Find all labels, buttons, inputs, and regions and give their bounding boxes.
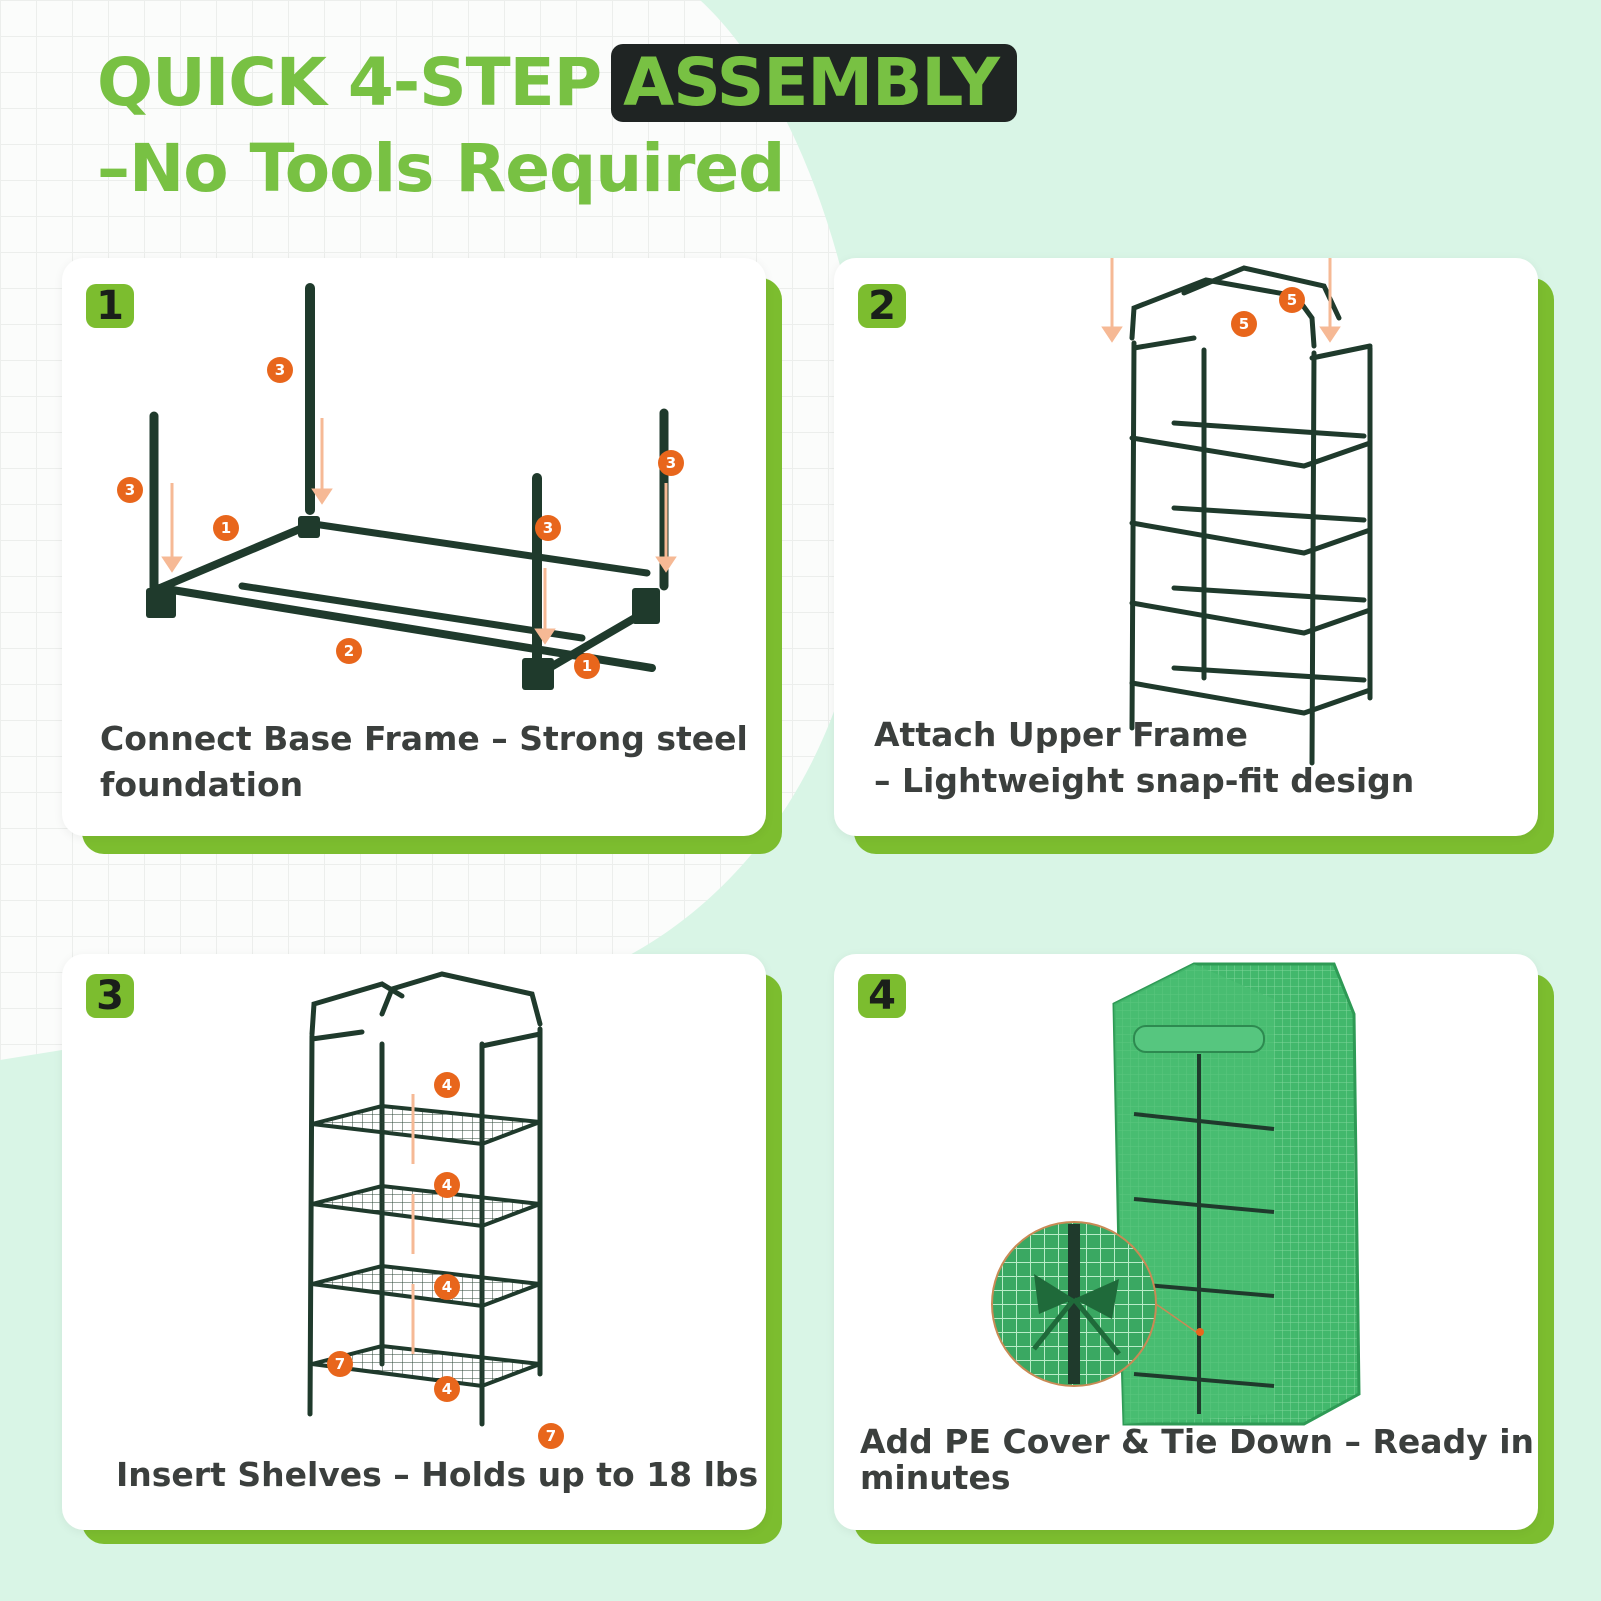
card-body: 2 bbox=[834, 258, 1538, 836]
step-marker-label: 4 bbox=[442, 1380, 452, 1398]
headline-highlight-pill: ASSEMBLY bbox=[611, 44, 1017, 122]
step-marker-label: 3 bbox=[275, 361, 285, 379]
step-marker-label: 5 bbox=[1287, 291, 1297, 309]
step-card-4: 4 bbox=[834, 954, 1554, 1544]
step-marker-label: 1 bbox=[221, 519, 231, 537]
step-marker bbox=[1279, 287, 1305, 313]
step-marker-label: 3 bbox=[543, 519, 553, 537]
step-marker-label: 7 bbox=[335, 1355, 345, 1373]
step-marker-label: 4 bbox=[442, 1076, 452, 1094]
step-marker bbox=[658, 450, 684, 476]
step-marker-label: 3 bbox=[666, 454, 676, 472]
step-caption-line1: Insert Shelves – Holds up to 18 lbs bbox=[116, 1455, 759, 1494]
step-marker-label: 4 bbox=[442, 1176, 452, 1194]
headline-part1: QUICK 4-STEP bbox=[97, 44, 602, 121]
step-marker bbox=[538, 1423, 564, 1449]
step-card-2: 2 bbox=[834, 258, 1554, 854]
step-number-badge: 1 bbox=[86, 284, 134, 328]
step-card-1: 1 bbox=[62, 258, 782, 854]
step-marker-label: 7 bbox=[546, 1427, 556, 1445]
step-marker bbox=[1231, 311, 1257, 337]
headline: QUICK 4-STEP ASSEMBLY –No Tools Required bbox=[97, 40, 1017, 212]
card-body: 1 bbox=[62, 258, 766, 836]
step-marker-label: 1 bbox=[582, 657, 592, 675]
headline-subtitle: –No Tools Required bbox=[97, 130, 785, 207]
step-number-badge: 2 bbox=[858, 284, 906, 328]
step-marker bbox=[434, 1072, 460, 1098]
step-marker bbox=[434, 1172, 460, 1198]
step-caption: Attach Upper Frame – Lightweight snap-fi… bbox=[874, 712, 1414, 804]
step-marker bbox=[327, 1351, 353, 1377]
step-card-3: 3 bbox=[62, 954, 782, 1544]
shelves-illustration: 4 4 4 4 7 7 bbox=[307, 971, 564, 1449]
step-caption: Connect Base Frame – Strong steel founda… bbox=[100, 716, 748, 808]
step-marker bbox=[535, 515, 561, 541]
step-marker bbox=[434, 1376, 460, 1402]
step-caption-line2: foundation bbox=[100, 765, 304, 804]
base-frame-illustration: 3 3 3 3 1 1 2 bbox=[117, 283, 684, 690]
pe-cover-illustration bbox=[991, 962, 1361, 1426]
card-body: 4 bbox=[834, 954, 1538, 1530]
step-marker bbox=[117, 477, 143, 503]
step-caption: Add PE Cover & Tie Down – Ready in minut… bbox=[860, 1424, 1534, 1496]
step-marker-label: 5 bbox=[1239, 315, 1249, 333]
step-caption-line1: Attach Upper Frame bbox=[874, 715, 1248, 754]
step-marker-label: 3 bbox=[125, 481, 135, 499]
step-number-badge: 3 bbox=[86, 974, 134, 1018]
step-marker-label: 2 bbox=[344, 642, 354, 660]
step-caption-line2: minutes bbox=[860, 1458, 1011, 1497]
step-marker-label: 4 bbox=[442, 1278, 452, 1296]
step-caption-line1: Add PE Cover & Tie Down – Ready in bbox=[860, 1422, 1535, 1461]
step-number-badge: 4 bbox=[858, 974, 906, 1018]
upper-frame-illustration: 5 5 bbox=[1101, 258, 1373, 766]
card-body: 3 bbox=[62, 954, 766, 1530]
step-marker bbox=[267, 357, 293, 383]
step-caption: Insert Shelves – Holds up to 18 lbs bbox=[116, 1452, 758, 1498]
step-caption-line1: Connect Base Frame – Strong steel bbox=[100, 719, 748, 758]
step-marker bbox=[574, 653, 600, 679]
step-caption-line2: – Lightweight snap-fit design bbox=[874, 761, 1415, 800]
step-marker bbox=[213, 515, 239, 541]
step-marker bbox=[434, 1274, 460, 1300]
step-marker bbox=[336, 638, 362, 664]
